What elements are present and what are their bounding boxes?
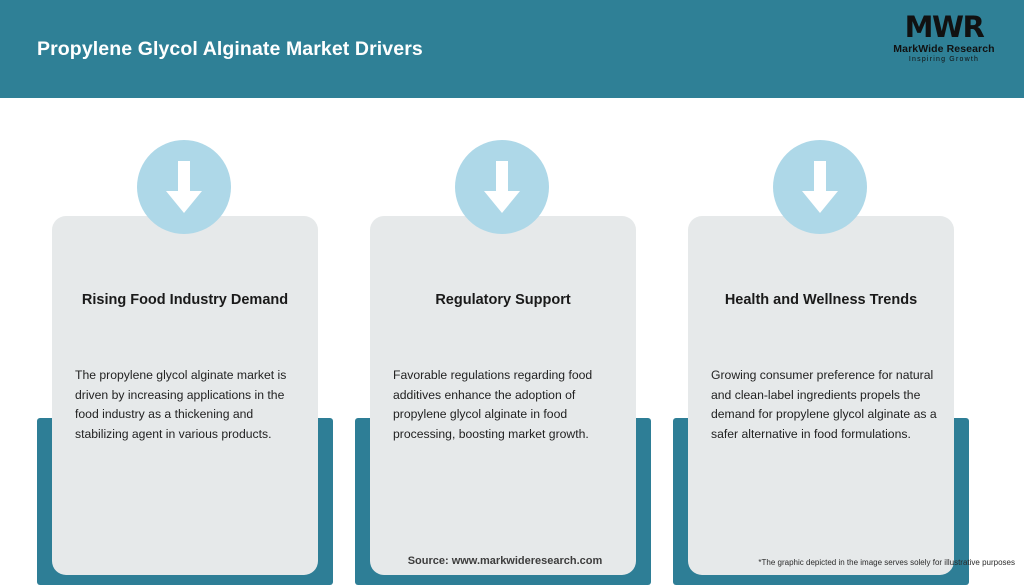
page-header: Propylene Glycol Alginate Market Drivers… (0, 0, 1024, 98)
down-arrow-icon (137, 140, 231, 234)
logo-monogram: MWR (904, 10, 985, 45)
card-panel (52, 216, 318, 575)
driver-card: Rising Food Industry Demand The propylen… (37, 138, 333, 585)
card-panel (688, 216, 954, 575)
driver-card: Health and Wellness Trends Growing consu… (673, 138, 969, 585)
down-arrow-icon (773, 140, 867, 234)
card-description: Growing consumer preference for natural … (711, 368, 937, 441)
page-title: Propylene Glycol Alginate Market Drivers (37, 37, 423, 60)
source-label: Source: www.markwideresearch.com (407, 555, 603, 567)
down-arrow-icon (455, 140, 549, 234)
brand-logo: MWR MarkWide Research Inspiring Growth (878, 8, 1010, 70)
logo-company-name: MarkWide Research (893, 43, 995, 56)
card-description: The propylene glycol alginate market is … (75, 368, 287, 441)
driver-cards-container: Rising Food Industry Demand The propylen… (0, 98, 1024, 585)
card-panel (370, 216, 636, 575)
logo-tagline: Inspiring Growth (908, 56, 980, 64)
disclaimer-note: *The graphic depicted in the image serve… (758, 558, 1015, 567)
card-title: Rising Food Industry Demand (81, 292, 289, 308)
card-description: Favorable regulations regarding food add… (393, 368, 593, 441)
card-title: Health and Wellness Trends (724, 292, 918, 308)
card-title: Regulatory Support (435, 292, 571, 308)
driver-card: Regulatory Support Favorable regulations… (355, 138, 651, 585)
